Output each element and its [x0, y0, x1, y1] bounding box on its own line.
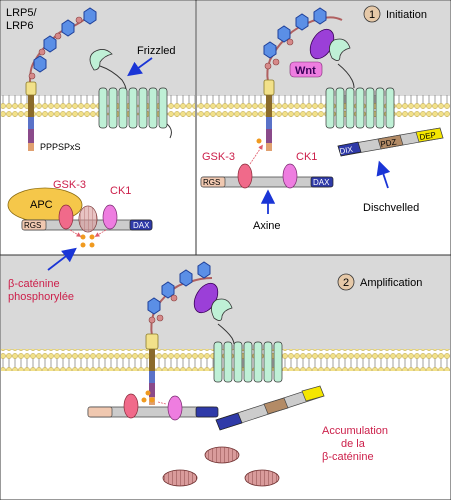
step-number: 1 — [369, 9, 375, 21]
lrp-intracellular-tail — [28, 95, 34, 151]
phosphate-icon — [149, 397, 155, 403]
step-title: Amplification — [360, 277, 422, 289]
dax-domain — [195, 406, 219, 418]
lrp-hexagon — [277, 25, 291, 43]
axin-complex — [200, 138, 334, 189]
phosphate-icon — [141, 397, 147, 403]
phosphate-icon — [89, 242, 95, 248]
rgs-label: RGS — [24, 221, 41, 230]
frizzled-receptor — [89, 49, 172, 139]
accumulation-label-line1: Accumulation — [322, 425, 388, 437]
dax-domain — [129, 219, 153, 231]
lrp-hexagon — [179, 269, 193, 287]
lrp-hexagon — [147, 297, 161, 315]
extracellular-bg-left — [1, 1, 195, 96]
motif-label: PPPSPxS — [40, 142, 81, 152]
rgs-domain — [87, 406, 113, 418]
wnt-label: Wnt — [295, 65, 316, 77]
lrp-label-line2: LRP6 — [6, 20, 34, 32]
dep-domain — [415, 127, 444, 143]
dep-label: DEP — [419, 130, 437, 142]
frizzled-label: Frizzled — [137, 45, 176, 57]
phosphate-icon — [80, 234, 86, 240]
axin-dishevelled-complex — [87, 385, 325, 431]
lrp-hexagon — [263, 41, 277, 59]
step-title: Initiation — [386, 9, 427, 21]
beta-catenin-label-line2: phosphorylée — [8, 291, 74, 303]
lrp-extracellular-domain — [145, 261, 213, 350]
accumulation-label-line2: de la — [341, 438, 366, 450]
destruction-complex: APC RGS DAX — [7, 187, 153, 248]
membrane-top-right — [197, 95, 450, 117]
ck1-label: CK1 — [110, 185, 131, 197]
panel-resting: LRP5/ LRP6 PPPSPxS — [6, 7, 176, 303]
dishevelled-protein — [337, 127, 444, 157]
lrp-extracellular-domain — [25, 7, 97, 96]
panel-initiation: 1 Initiation Wnt — [200, 5, 444, 232]
rgs-domain — [200, 176, 226, 188]
pdz-label: PDZ — [380, 137, 397, 149]
frizzled-receptor — [325, 38, 395, 129]
lrp-hexagon — [43, 35, 57, 53]
dax-label: DAX — [313, 178, 330, 187]
rgs-label: RGS — [203, 178, 220, 187]
dax-domain — [310, 176, 334, 188]
lrp-hexagon — [295, 13, 309, 31]
phosphate-icon — [80, 242, 86, 248]
lrp-hexagon — [33, 55, 47, 73]
dishevelled-label: Dischvelled — [363, 202, 419, 214]
gsk3-protein — [123, 393, 139, 419]
lrp-intracellular-tail — [149, 349, 155, 405]
pdz-domain — [263, 397, 289, 415]
lrp-intracellular-tail — [266, 95, 272, 151]
frizzled-receptor — [211, 298, 283, 383]
panel-amplification: 2 Amplification — [87, 261, 422, 487]
step-number: 2 — [343, 277, 349, 289]
gsk3-protein — [58, 204, 74, 230]
ck1-protein — [102, 204, 118, 230]
beta-catenin-arrow — [47, 247, 77, 271]
dishevelled-arrow — [376, 160, 391, 189]
step-badge — [363, 5, 381, 23]
step-badge — [337, 273, 355, 291]
dep-domain — [301, 385, 325, 402]
free-beta-catenin-pool — [162, 446, 280, 487]
gsk3-label: GSK-3 — [53, 179, 86, 191]
dix-domain — [215, 412, 243, 431]
lrp-hexagon — [161, 281, 175, 299]
accumulation-label-line3: β-caténine — [322, 451, 374, 463]
lrp-label-line1: LRP5/ — [6, 7, 38, 19]
rgs-domain — [21, 219, 47, 231]
frizzled-arrow — [127, 57, 153, 77]
phosphate-icon — [256, 138, 262, 144]
lrp-hexagon — [61, 19, 75, 37]
phosphate-icon — [89, 234, 95, 240]
dax-label: DAX — [133, 221, 150, 230]
dix-domain — [337, 141, 362, 157]
apc-label: APC — [30, 199, 53, 211]
wnt-label-box — [289, 61, 323, 78]
lrp-hexagon — [83, 7, 97, 25]
gsk3-label: GSK-3 — [202, 151, 235, 163]
ck1-protein — [282, 163, 298, 189]
pdz-domain — [377, 134, 404, 150]
ck1-label: CK1 — [296, 151, 317, 163]
dix-label: DIX — [339, 145, 354, 156]
beta-catenin-label-line1: β-caténine — [8, 278, 60, 290]
lrp-hexagon — [197, 261, 211, 279]
axine-label: Axine — [253, 220, 281, 232]
lrp-extracellular-domain — [263, 7, 343, 96]
gsk3-protein — [237, 163, 253, 189]
phosphate-icon — [145, 390, 151, 396]
lrp-hexagon — [313, 7, 327, 25]
ck1-protein — [167, 395, 183, 421]
